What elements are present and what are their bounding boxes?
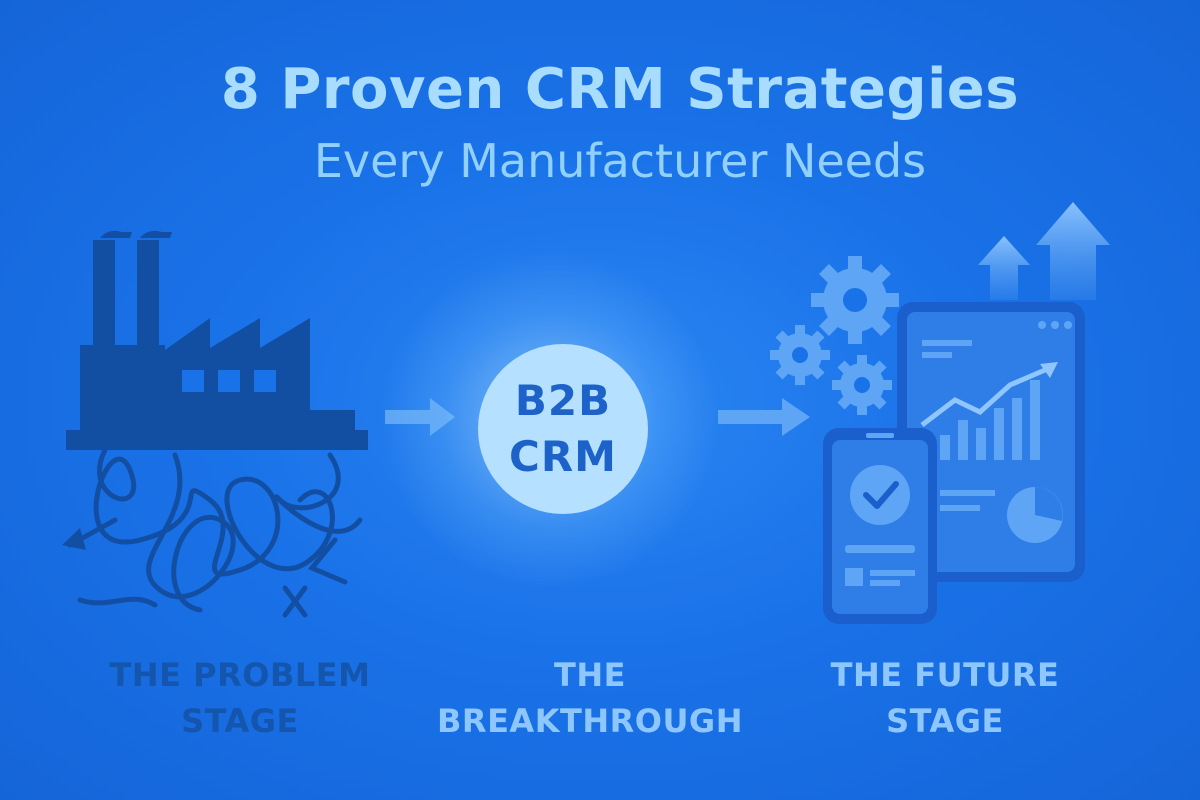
- growth-arrows-icon: [978, 202, 1110, 300]
- gear-icon: [832, 355, 892, 415]
- stage-label-future: THE FUTURE STAGE: [830, 656, 1060, 740]
- arrow-right-icon: [718, 398, 810, 436]
- crm-circle-label: B2B CRM: [509, 376, 617, 481]
- page-subtitle: Every Manufacturer Needs: [313, 134, 927, 188]
- stage-label-problem: THE PROBLEM STAGE: [109, 656, 371, 740]
- factory-icon: [66, 230, 368, 450]
- gear-icon: [770, 325, 830, 385]
- page-title: 8 Proven CRM Strategies: [220, 57, 1020, 122]
- tablet-dashboard-icon: [897, 302, 1085, 582]
- crm-circle: B2B CRM: [478, 344, 648, 514]
- stage-label-breakthrough: THE BREAKTHROUGH: [437, 656, 743, 740]
- gear-icon: [811, 256, 899, 344]
- tangle-icon: [67, 447, 363, 618]
- phone-checklist-icon: [823, 428, 937, 624]
